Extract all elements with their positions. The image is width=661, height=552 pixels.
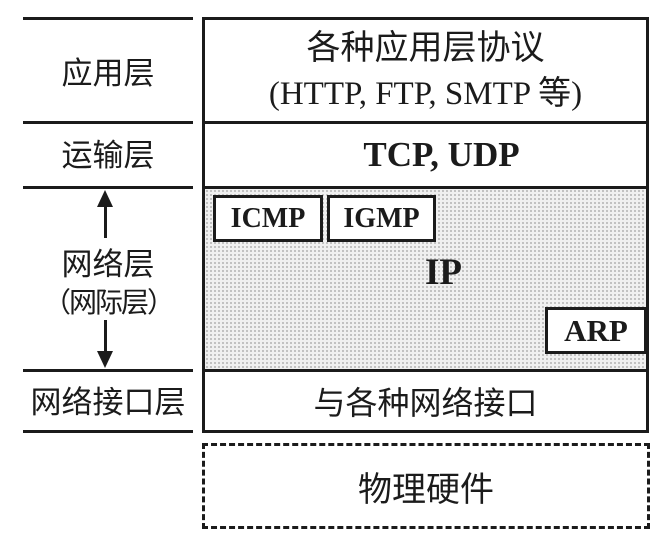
arrow-shaft [104, 202, 107, 238]
application-protocols-examples: (HTTP, FTP, SMTP 等) [268, 75, 583, 112]
ip-label: IP [425, 252, 462, 293]
layer-divider-line-5 [23, 430, 193, 433]
application-protocols-title: 各种应用层协议 [306, 29, 545, 67]
network-layer-up-arrow-icon [97, 190, 114, 238]
network-layer-box: ICMP IGMP IP ARP [205, 189, 647, 372]
icmp-box: ICMP [213, 195, 323, 242]
layer-label-application: 应用层 [61, 56, 155, 91]
layer-divider-line-1 [23, 17, 193, 20]
igmp-box: IGMP [327, 195, 436, 242]
down-arrowhead-icon [97, 351, 113, 368]
layer-divider-line-2 [23, 121, 193, 124]
layer-label-interface: 网络接口层 [30, 385, 186, 420]
layer-divider-line-3 [23, 186, 193, 189]
arrow-shaft [104, 320, 107, 356]
physical-hardware-box: 物理硬件 [202, 443, 650, 529]
up-arrowhead-icon [97, 190, 113, 207]
transport-protocols-box: TCP, UDP [205, 124, 646, 189]
layer-label-transport: 运输层 [61, 138, 155, 173]
layer-label-network-line1: 网络层 [61, 247, 155, 282]
arp-box: ARP [545, 307, 647, 354]
layer-label-network: 网络层 （网际层） [8, 245, 208, 323]
layer-divider-line-4 [23, 369, 193, 372]
application-protocols-box: 各种应用层协议 (HTTP, FTP, SMTP 等) [205, 20, 646, 124]
network-interface-box: 与各种网络接口 [313, 385, 538, 421]
network-layer-down-arrow-icon [97, 320, 114, 368]
layer-label-network-line2: （网际层） [42, 288, 175, 319]
protocol-stack-box: 各种应用层协议 (HTTP, FTP, SMTP 等) TCP, UDP ICM… [202, 17, 649, 433]
